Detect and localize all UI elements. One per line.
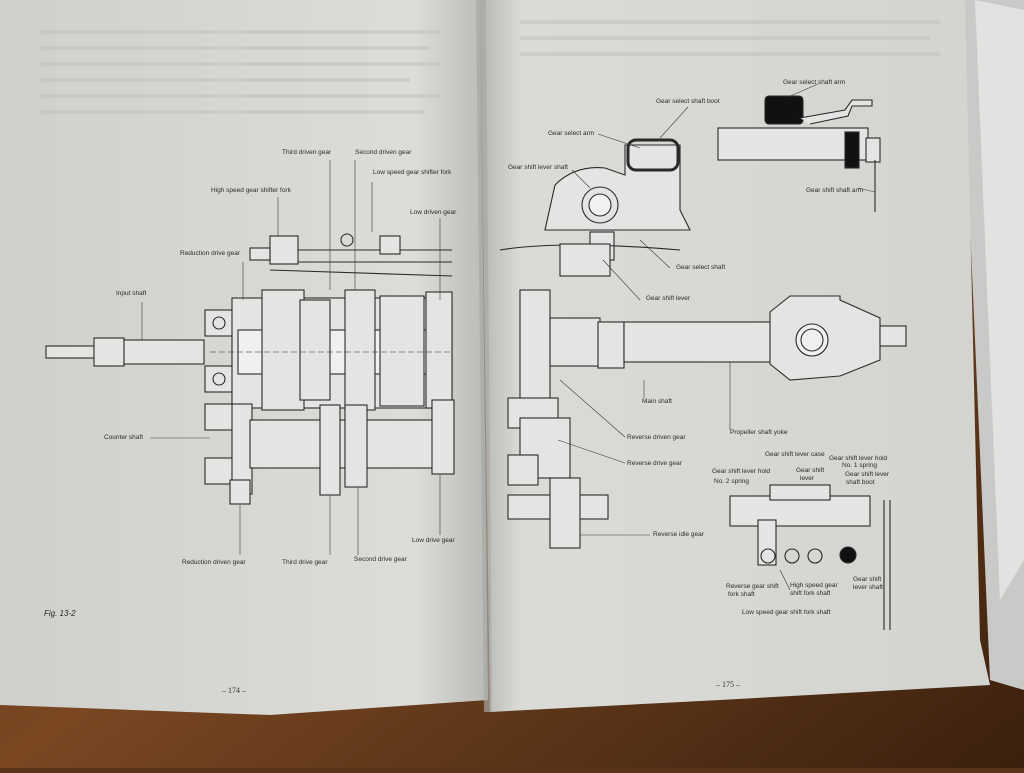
label-gear-select-arm: Gear select arm bbox=[548, 130, 595, 137]
label-gear-shift-lever: Gear shift lever bbox=[646, 295, 691, 302]
label-high-speed-fork-shaft-1: High speed gear bbox=[790, 582, 838, 589]
label-low-speed-shifter-fork: Low speed gear shifter fork bbox=[373, 169, 452, 176]
label-no1-spring: No. 1 spring bbox=[842, 462, 878, 469]
label-high-speed-fork-shaft-2: shift fork shaft bbox=[790, 590, 831, 597]
label-shaft-boot-1: Gear shift lever bbox=[845, 471, 890, 478]
label-reverse-driven-gear: Reverse driven gear bbox=[627, 434, 686, 441]
label-third-driven-gear: Third driven gear bbox=[282, 149, 332, 156]
label-no2-spring: No. 2 spring bbox=[714, 478, 750, 485]
label-reverse-fork-shaft-2: fork shaft bbox=[728, 591, 755, 598]
transmission-cross-section-diagram bbox=[45, 233, 455, 505]
label-main-shaft: Main shaft bbox=[642, 398, 672, 405]
label-gear-shift-lever-hold-1: Gear shift lever hold bbox=[829, 455, 888, 462]
label-counter-shaft: Counter shaft bbox=[104, 434, 144, 441]
page-number-right: – 175 – bbox=[716, 680, 740, 689]
label-second-drive-gear: Second drive gear bbox=[354, 556, 407, 563]
label-gear-shift-lever-case: Gear shift lever case bbox=[765, 451, 825, 458]
figure-label: Fig. 13-2 bbox=[44, 609, 76, 618]
label-gear-shift-shaft-arm: Gear shift shaft arm bbox=[806, 187, 864, 194]
label-gear-shift-lever-shaft-small-2: lever shaft bbox=[853, 584, 883, 591]
label-gear-select-shaft: Gear select shaft bbox=[676, 264, 726, 271]
label-reverse-idle-gear: Reverse idle gear bbox=[653, 531, 704, 538]
label-gear-select-shaft-boot: Gear select shaft boot bbox=[656, 98, 720, 105]
label-input-shaft: Input shaft bbox=[116, 290, 147, 297]
label-gear-shift-lever-small-2: lever bbox=[800, 475, 815, 482]
label-low-drive-gear: Low drive gear bbox=[412, 537, 455, 544]
label-gear-select-shaft-arm: Gear select shaft arm bbox=[783, 79, 846, 86]
label-low-speed-fork-shaft: Low speed gear shift fork shaft bbox=[742, 609, 831, 616]
label-high-speed-shifter-fork: High speed gear shifter fork bbox=[211, 187, 291, 194]
label-third-drive-gear: Third drive gear bbox=[282, 559, 328, 566]
label-reverse-drive-gear: Reverse drive gear bbox=[627, 460, 682, 467]
gear-shift-mechanism-diagrams bbox=[499, 95, 907, 630]
label-second-driven-gear: Second driven gear bbox=[355, 149, 412, 156]
label-shaft-boot-2: shaft boot bbox=[846, 479, 875, 486]
label-gear-shift-lever-small-1: Gear shift bbox=[796, 467, 825, 474]
page-number-left: – 174 – bbox=[222, 686, 246, 695]
label-low-driven-gear: Low driven gear bbox=[410, 209, 457, 216]
label-reverse-fork-shaft-1: Reverse gear shift bbox=[726, 583, 779, 590]
label-propeller-shaft-yoke: Propeller shaft yoke bbox=[730, 429, 788, 436]
label-gear-shift-lever-hold-2: Gear shift lever hold bbox=[712, 468, 771, 475]
label-reduction-driven-gear: Reduction driven gear bbox=[182, 559, 246, 566]
label-reduction-drive-gear: Reduction drive gear bbox=[180, 250, 240, 257]
label-gear-shift-lever-shaft: Gear shift lever shaft bbox=[508, 164, 568, 171]
label-gear-shift-lever-shaft-small-1: Gear shift bbox=[853, 576, 882, 583]
